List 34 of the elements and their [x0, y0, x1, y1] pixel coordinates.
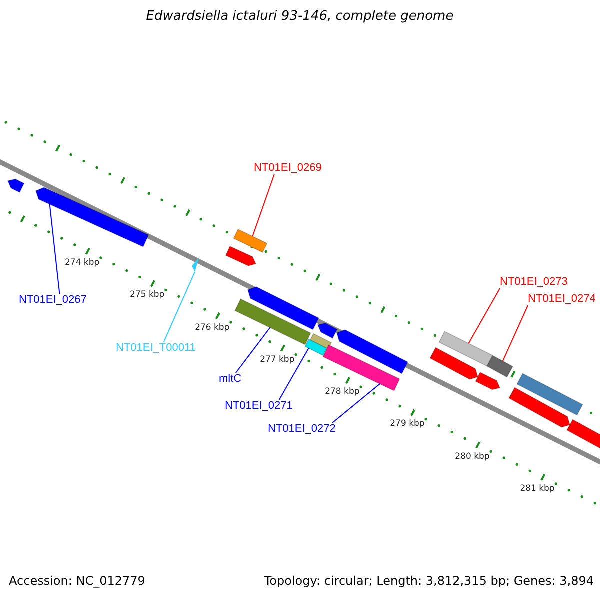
- gene-marker: [192, 258, 199, 272]
- gene-label: mltC: [219, 373, 242, 386]
- leader-line: [332, 384, 380, 424]
- leader-line: [468, 288, 500, 344]
- gene-label: NT01EI_0272: [268, 423, 336, 436]
- leader-line: [502, 305, 528, 362]
- gene-feature: [234, 298, 312, 346]
- gene-label: NT01EI_0271: [225, 400, 293, 413]
- gene-label: NT01EI_0269: [254, 162, 322, 175]
- accession-text: Accession: NC_012779: [9, 575, 146, 589]
- scale-label: 277 kbp: [260, 356, 295, 366]
- gene-label: NT01EI_0267: [19, 294, 87, 307]
- chart-title: Edwardsiella ictaluri 93-146, complete genome: [145, 10, 455, 25]
- scale-label: 276 kbp: [195, 324, 230, 334]
- gene-label: NT01EI_0274: [528, 293, 596, 306]
- scale-label: 278 kbp: [325, 388, 360, 398]
- scale-label: 280 kbp: [455, 452, 490, 462]
- gene-feature: [486, 355, 514, 378]
- gene-feature: [438, 331, 494, 367]
- genome-summary: Topology: circular; Length: 3,812,315 bp; Genes: 3,894: [264, 575, 594, 589]
- scale-label: 281 kbp: [520, 485, 555, 495]
- gene-label: NT01EI_T00011: [116, 342, 196, 355]
- leader-line: [278, 348, 310, 400]
- leader-line: [163, 272, 196, 342]
- scale-label: 279 kbp: [390, 420, 425, 430]
- leader-line: [49, 204, 60, 294]
- leader-line: [252, 174, 275, 237]
- gene-feature: [36, 187, 150, 248]
- scale-label: 274 kbp: [65, 258, 100, 269]
- gene-feature: [233, 228, 268, 254]
- gene-feature: [304, 338, 328, 356]
- gene-label: NT01EI_0273: [500, 276, 568, 289]
- scale-label: 275 kbp: [130, 291, 165, 302]
- leader-line: [235, 327, 271, 374]
